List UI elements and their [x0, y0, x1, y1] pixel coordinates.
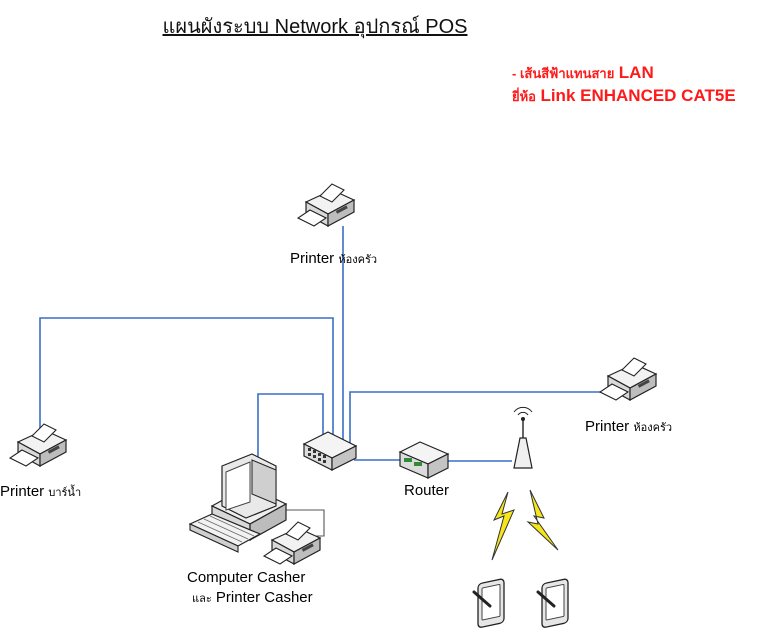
computer-label-line2: และ Printer Casher: [192, 589, 313, 607]
lightning-bolt-right-icon: [526, 489, 559, 551]
printer-cashier-icon: [263, 521, 321, 565]
tablet-right-icon: [536, 576, 570, 630]
diagram-title: แผนผังระบบ Network อุปกรณ์ POS: [162, 16, 468, 38]
printer-right-location: ห้องครัว: [633, 422, 673, 434]
computer-label-printer: Printer Casher: [215, 589, 313, 606]
printer-right-name: Printer: [585, 418, 630, 435]
wireless-access-point-icon: [513, 406, 533, 469]
legend: - เส้นสีฟ้าแทนสาย LAN ยี่ห้อ Link ENHANC…: [512, 62, 736, 108]
legend-line-2: ยี่ห้อ Link ENHANCED CAT5E: [512, 85, 736, 108]
lan-cables: [39, 226, 616, 470]
printer-top-label: Printer ห้องครัว: [290, 250, 377, 268]
legend-line-1-emph: LAN: [618, 63, 654, 82]
router-icon: [398, 441, 450, 479]
printer-left-label: Printer บาร์น้ำ: [0, 483, 81, 501]
tablet-left-icon: [472, 576, 506, 630]
printer-top-icon: [297, 183, 355, 227]
legend-line-2-emph: Link ENHANCED CAT5E: [540, 86, 736, 105]
computer-label-conjunction: และ: [192, 593, 212, 605]
printer-left-name: Printer: [0, 483, 45, 500]
network-switch-icon: [302, 431, 358, 471]
legend-line-1-prefix: - เส้นสีฟ้าแทนสาย: [512, 66, 615, 81]
printer-top-name: Printer: [290, 250, 335, 267]
cable-printer-left: [39, 317, 334, 448]
legend-line-2-prefix: ยี่ห้อ: [512, 89, 536, 104]
printer-right-icon: [599, 357, 657, 401]
cable-printer-right: [349, 391, 616, 448]
cable-computer: [257, 393, 324, 470]
computer-label-line1: Computer Casher: [187, 569, 306, 586]
cable-cashier-printer: [282, 509, 325, 537]
legend-line-1: - เส้นสีฟ้าแทนสาย LAN: [512, 62, 736, 85]
printer-left-location: บาร์น้ำ: [48, 487, 82, 499]
router-label: Router: [404, 482, 450, 499]
lightning-bolt-left-icon: [491, 491, 515, 561]
desktop-computer-icon: [188, 453, 288, 553]
printer-right-label: Printer ห้องครัว: [585, 418, 672, 436]
printer-top-location: ห้องครัว: [338, 254, 378, 266]
printer-left-icon: [9, 423, 67, 467]
